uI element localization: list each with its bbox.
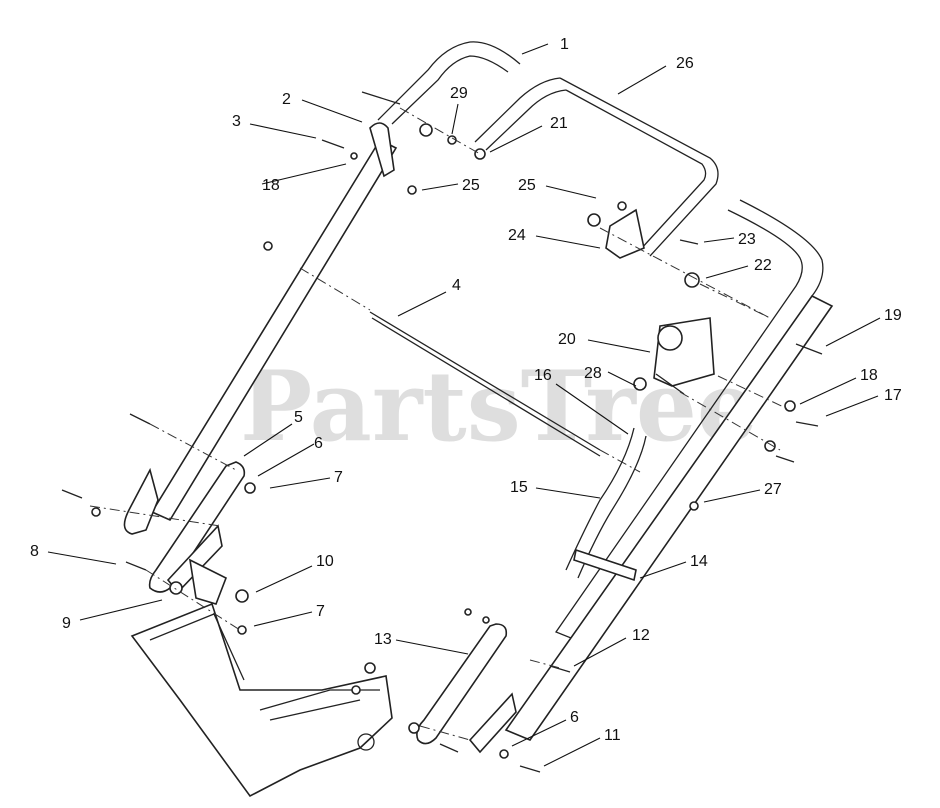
control-rod <box>369 311 601 451</box>
alignment-lines <box>89 107 791 741</box>
callout-label: 1 <box>560 36 569 53</box>
callout-label: 13 <box>374 631 392 648</box>
callout-label: 3 <box>232 113 241 130</box>
callout-label: 23 <box>738 231 756 248</box>
callout-label: 27 <box>764 481 782 498</box>
handle-yoke <box>369 122 395 178</box>
callout-label: 24 <box>508 227 526 244</box>
callout-label: 10 <box>316 553 334 570</box>
control-housing <box>653 317 715 395</box>
callout-label: 25 <box>518 177 536 194</box>
leader-lines <box>47 43 881 767</box>
callout-label: 25 <box>462 177 480 194</box>
control-cable <box>565 427 647 582</box>
callout-label: 29 <box>450 85 468 102</box>
callout-label: 15 <box>510 479 528 496</box>
callout-label: 4 <box>452 277 461 294</box>
callout-label: 14 <box>690 553 708 570</box>
callout-label: 19 <box>884 307 902 324</box>
callout-label: 6 <box>314 435 323 452</box>
callout-label: 11 <box>604 727 621 744</box>
callout-label: 7 <box>316 603 325 620</box>
bolts <box>61 91 823 773</box>
callout-label: 18 <box>262 177 280 194</box>
lower-handle <box>150 138 834 741</box>
callout-label: 7 <box>334 469 343 486</box>
callout-label: 6 <box>570 709 579 726</box>
callout-label: 26 <box>676 55 694 72</box>
callout-label: 9 <box>62 615 71 632</box>
callout-label: 2 <box>282 91 291 108</box>
callout-label: 17 <box>884 387 902 404</box>
hardware <box>91 123 796 759</box>
callout-label: 12 <box>632 627 650 644</box>
left-bracket <box>123 461 246 605</box>
callout-label: 18 <box>860 367 878 384</box>
callout-label: 21 <box>550 115 568 132</box>
callout-label: 16 <box>534 367 552 384</box>
control-rod-line <box>371 317 601 457</box>
mount-bracket <box>605 208 645 259</box>
callout-label: 20 <box>558 331 576 348</box>
upper-handle <box>377 41 719 257</box>
mower-deck <box>130 602 393 798</box>
right-bracket <box>416 623 517 754</box>
callout-label: 5 <box>294 409 303 426</box>
callout-label: 22 <box>754 257 772 274</box>
callout-labels: 1 26 2 29 3 21 18 25 25 24 23 22 4 19 20… <box>30 36 902 744</box>
callout-label: 8 <box>30 543 39 560</box>
callout-label: 28 <box>584 365 602 382</box>
